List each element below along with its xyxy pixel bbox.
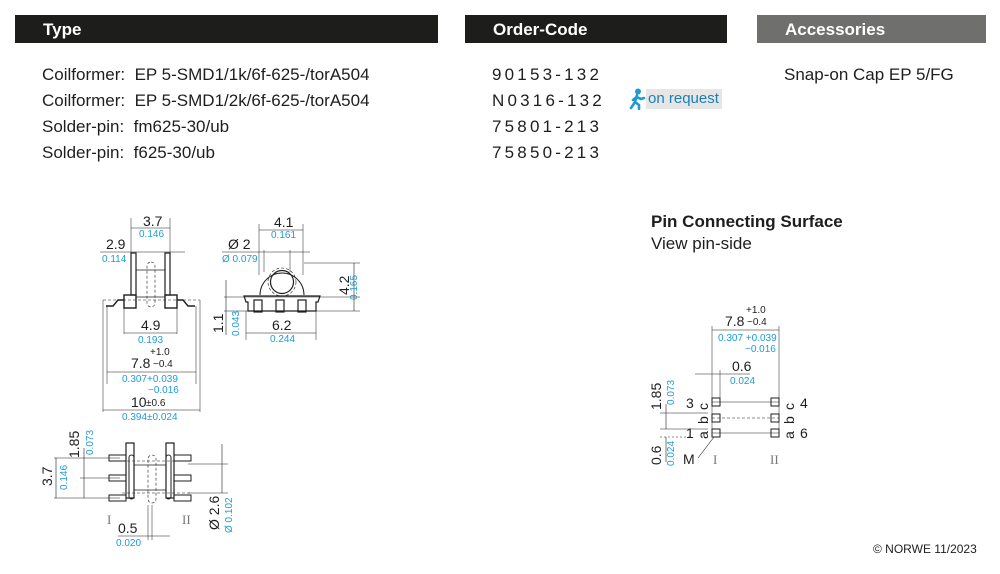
side-label-ii: II [182, 512, 191, 527]
dim-pins-width-inch: 0.307+0.039 [122, 374, 178, 385]
dim-pins-width-inch-minus: −0.016 [148, 385, 179, 396]
dim-total-tol: ±0.6 [146, 398, 166, 409]
top-dim-offset: 0.5 [118, 520, 138, 536]
row-label-b-right: b [781, 416, 797, 424]
pin-dim-pad-inch: 0.024 [730, 376, 755, 387]
row-label-a-left: a [695, 431, 711, 439]
order-code: 90153-132 [492, 65, 603, 84]
dim-pins-tol-plus: +1.0 [150, 347, 170, 358]
pin-dim-pad: 0.6 [732, 358, 752, 374]
pin-dim-span-inch-minus: −0.016 [745, 344, 776, 355]
dim-width-top: 3.7 [143, 213, 163, 229]
pin-dim-pitch-inch: 0.073 [666, 380, 677, 405]
header-accessories: Accessories [757, 15, 986, 43]
side-dim-base-height: 1.1 [210, 313, 226, 333]
dim-height-inch: 0.114 [102, 254, 127, 265]
row-label-b-left: b [695, 416, 711, 424]
accessory-item: Snap-on Cap EP 5/FG [784, 65, 954, 84]
dim-inner-width-inch: 0.193 [138, 335, 163, 346]
type-row: Solder-pin: fm625-30/ub [42, 114, 229, 140]
pin-number-6: 6 [800, 425, 808, 441]
type-row: Coilformer: EP 5-SMD1/2k/6f-625-/torA504 [42, 88, 370, 114]
pin-number-4: 4 [800, 395, 808, 411]
top-dim-pitch-inch: 0.073 [85, 430, 96, 455]
pin-dim-edge-inch: 0.024 [666, 441, 677, 466]
pin-side-label-i: I [713, 452, 717, 467]
dim-inner-width: 4.9 [141, 317, 161, 333]
top-view-drawing [54, 442, 228, 540]
pin-surface-title: Pin Connecting Surface [651, 212, 843, 231]
top-dim-span-inch: 0.146 [59, 465, 70, 490]
dim-total-width-inch: 0.394±0.024 [122, 412, 178, 423]
copyright: © NORWE 11/2023 [873, 542, 977, 556]
type-value: fm625-30/ub [133, 117, 230, 136]
pin-side-label-ii: II [770, 452, 779, 467]
top-dim-span: 3.7 [39, 466, 55, 486]
dim-height: 2.9 [106, 236, 126, 252]
type-label: Solder-pin: [42, 143, 125, 162]
type-value: EP 5-SMD1/2k/6f-625-/torA504 [134, 91, 370, 110]
top-dim-diameter-inch: Ø 0.102 [224, 497, 235, 533]
walking-person-icon [629, 88, 646, 110]
side-dim-width-top-inch: 0.161 [271, 230, 296, 241]
side-dim-base-width: 6.2 [272, 317, 292, 333]
type-label: Coilformer: [42, 91, 126, 110]
on-request-label: on request [646, 89, 722, 109]
dim-width-top-inch: 0.146 [139, 229, 164, 240]
row-label-a-right: a [781, 431, 797, 439]
side-dim-width-top: 4.1 [274, 214, 294, 230]
order-code: N0316-132 [492, 91, 605, 110]
type-row: Solder-pin: f625-30/ub [42, 140, 215, 166]
order-code: 75801-213 [492, 117, 603, 136]
side-dim-diameter: Ø 2 [228, 236, 251, 252]
pin-dim-tol-minus: −0.4 [747, 317, 767, 328]
type-label: Coilformer: [42, 65, 126, 84]
on-request-badge: on request [628, 88, 722, 110]
pin-number-3: 3 [686, 395, 694, 411]
side-dim-height: 4.2 [336, 275, 352, 295]
front-view-drawing [100, 218, 201, 412]
type-row: Coilformer: EP 5-SMD1/1k/6f-625-/torA504 [42, 62, 370, 88]
pin-surface-drawing [660, 326, 780, 462]
side-dim-base-width-inch: 0.244 [270, 334, 295, 345]
order-code: 75850-213 [492, 143, 603, 162]
top-dim-offset-inch: 0.020 [116, 538, 141, 549]
pin-number-1: 1 [686, 425, 694, 441]
side-dim-height-inch: 0.165 [349, 275, 360, 300]
side-view-drawing [222, 224, 360, 340]
pin-surface-subtitle: View pin-side [651, 234, 752, 253]
header-type: Type [15, 15, 438, 43]
side-label-i: I [107, 512, 111, 527]
header-order-code: Order-Code [465, 15, 727, 43]
dim-pins-width: 7.8 [131, 355, 151, 371]
pin-dim-edge: 0.6 [648, 445, 664, 465]
top-dim-pitch: 1.85 [66, 431, 82, 458]
pin-dim-span-inch: 0.307 +0.039 [718, 333, 777, 344]
row-label-c-right: c [781, 403, 797, 410]
marker-m: M [683, 451, 695, 467]
pin-dim-tol-plus: +1.0 [746, 305, 766, 316]
row-label-c-left: c [695, 403, 711, 410]
dim-pins-tol-minus: −0.4 [153, 359, 173, 370]
type-label: Solder-pin: [42, 117, 125, 136]
top-dim-diameter: Ø 2.6 [206, 496, 222, 530]
type-value: EP 5-SMD1/1k/6f-625-/torA504 [134, 65, 370, 84]
dim-total-width: 10 [131, 394, 147, 410]
side-dim-diameter-inch: Ø 0.079 [222, 254, 258, 265]
pin-dim-span: 7.8 [725, 313, 745, 329]
type-value: f625-30/ub [133, 143, 215, 162]
side-dim-base-height-inch: 0.043 [231, 311, 242, 336]
pin-dim-pitch: 1.85 [648, 383, 664, 410]
